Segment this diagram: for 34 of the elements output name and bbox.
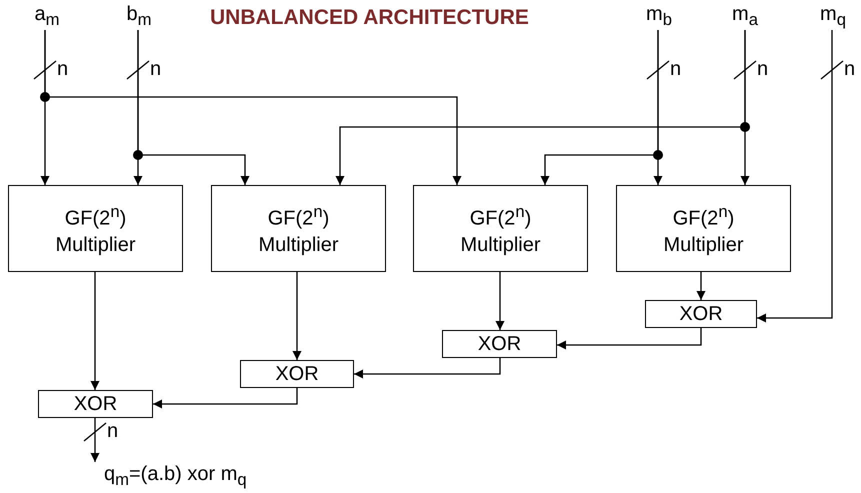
arrow	[44, 30, 462, 185]
input-signal-label: m$_{a}$	[730, 2, 760, 30]
arrow	[90, 272, 100, 390]
arrow	[137, 30, 250, 185]
arrow	[757, 30, 833, 322]
bus-width-label: n	[57, 58, 68, 81]
bus-width-label: n	[757, 58, 768, 81]
arrow	[740, 30, 750, 185]
xor-gate-box: XOR	[38, 390, 153, 418]
input-signal-label: b$_{m}$	[124, 2, 154, 30]
xor-gate-box: XOR	[240, 360, 354, 388]
input-signal-label: a$_{m}$	[32, 2, 62, 30]
multiplier-box: GF(2$^{n}$) Multiplier	[8, 185, 183, 272]
multiplier-box: GF(2$^{n}$) Multiplier	[211, 185, 386, 272]
input-signal-label: m$_{q}$	[818, 2, 848, 30]
arrow	[354, 358, 501, 378]
xor-gate-box: XOR	[645, 300, 757, 328]
arrow	[557, 328, 702, 350]
multiplier-box: GF(2$^{n}$) Multiplier	[616, 185, 791, 272]
bus-width-label: n	[844, 58, 856, 81]
arrow	[496, 272, 504, 330]
output-signal-label: q$_{m}$=(a.b) xor m$_{q}$	[104, 462, 247, 490]
arrow	[696, 272, 706, 300]
arrow	[654, 30, 662, 185]
bus-width-label: n	[670, 58, 682, 81]
input-signal-label: m$_{b}$	[644, 2, 674, 30]
bus-width-label: n	[107, 420, 118, 443]
bus-width-label: n	[150, 58, 162, 81]
arrow	[90, 418, 100, 462]
multiplier-box: GF(2$^{n}$) Multiplier	[413, 185, 588, 272]
arrow	[153, 388, 298, 408]
arrow	[292, 272, 302, 360]
diagram-title: UNBALANCED ARCHITECTURE	[210, 6, 529, 30]
xor-gate-box: XOR	[442, 330, 557, 358]
